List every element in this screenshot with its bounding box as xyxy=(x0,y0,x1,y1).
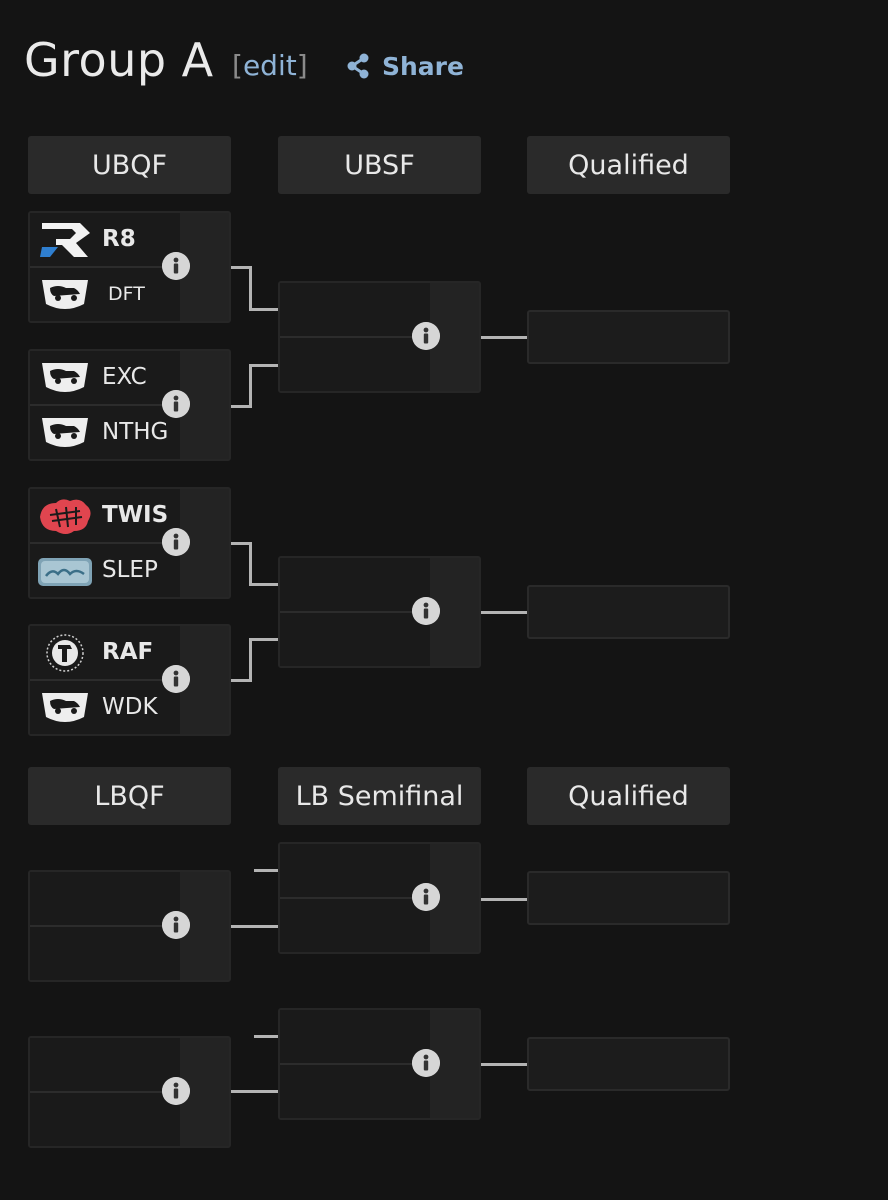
team-slot[interactable]: TWIS xyxy=(30,489,180,544)
match-lbsf-1[interactable] xyxy=(278,842,481,954)
match-lbsf-2[interactable] xyxy=(278,1008,481,1120)
info-icon[interactable] xyxy=(162,390,190,418)
sleeping-logo xyxy=(38,558,92,586)
round-header-qualified: Qualified xyxy=(527,136,730,194)
team-slot[interactable]: DFT xyxy=(30,268,180,321)
match-ubqf-3[interactable]: TWIS SLEP xyxy=(28,487,231,599)
qualified-slot[interactable] xyxy=(527,871,730,925)
match-lbqf-2[interactable] xyxy=(28,1036,231,1148)
team-slot[interactable] xyxy=(280,613,430,666)
connector-line xyxy=(481,1063,527,1066)
team-slot[interactable]: NTHG xyxy=(30,406,180,459)
connector-line xyxy=(254,1035,278,1038)
info-icon[interactable] xyxy=(162,528,190,556)
team-name: TWIS xyxy=(102,502,169,528)
team-slot[interactable] xyxy=(280,283,430,338)
team-name: WDK xyxy=(102,694,158,720)
team-name: EXC xyxy=(102,364,147,390)
match-ubsf-1[interactable] xyxy=(278,281,481,393)
rocket-league-logo xyxy=(36,357,94,399)
info-icon[interactable] xyxy=(412,1049,440,1077)
round-header-qualified: Qualified xyxy=(527,767,730,825)
info-icon[interactable] xyxy=(412,597,440,625)
connector-line xyxy=(249,266,252,310)
connector-line xyxy=(249,583,278,586)
round-header-lbqf: LBQF xyxy=(28,767,231,825)
edit-link-wrapper: [edit] xyxy=(232,48,308,84)
twisted-minds-logo xyxy=(40,499,91,534)
team-slot[interactable] xyxy=(30,872,180,927)
info-icon[interactable] xyxy=(162,252,190,280)
match-lbqf-1[interactable] xyxy=(28,870,231,982)
team-slot[interactable]: EXC xyxy=(30,351,180,406)
rocket-league-logo xyxy=(36,412,94,454)
share-button[interactable]: Share xyxy=(346,48,464,84)
team-slot[interactable] xyxy=(280,899,430,952)
connector-line xyxy=(249,308,278,311)
info-icon[interactable] xyxy=(162,911,190,939)
bracket-close: ] xyxy=(296,49,308,82)
info-icon[interactable] xyxy=(162,665,190,693)
share-icon xyxy=(347,53,369,79)
team-slot[interactable] xyxy=(30,1038,180,1093)
team-slot[interactable] xyxy=(280,338,430,391)
connector-line xyxy=(481,336,527,339)
connector-line xyxy=(254,869,278,872)
round-header-ubsf: UBSF xyxy=(278,136,481,194)
connector-line xyxy=(231,542,251,545)
qualified-slot[interactable] xyxy=(527,310,730,364)
match-ubsf-2[interactable] xyxy=(278,556,481,668)
connector-line xyxy=(249,364,278,367)
team-name: NTHG xyxy=(102,419,169,445)
r8-logo xyxy=(40,223,90,257)
match-ubqf-2[interactable]: EXC NTHG xyxy=(28,349,231,461)
rocket-league-logo xyxy=(36,274,94,316)
connector-line xyxy=(481,898,527,901)
connector-line xyxy=(231,405,251,408)
team-name: DFT xyxy=(108,283,145,305)
team-slot[interactable] xyxy=(280,1010,430,1065)
rocket-league-logo xyxy=(36,687,94,729)
raf-logo xyxy=(46,634,84,672)
team-slot[interactable] xyxy=(280,558,430,613)
info-icon[interactable] xyxy=(412,322,440,350)
bracket-open: [ xyxy=(232,49,243,82)
team-slot[interactable]: WDK xyxy=(30,681,180,734)
edit-link[interactable]: edit xyxy=(242,49,297,82)
connector-line xyxy=(231,679,251,682)
info-icon[interactable] xyxy=(162,1077,190,1105)
match-ubqf-4[interactable]: RAF WDK xyxy=(28,624,231,736)
match-ubqf-1[interactable]: R8 DFT xyxy=(28,211,231,323)
qualified-slot[interactable] xyxy=(527,585,730,639)
connector-line xyxy=(231,266,251,269)
share-label: Share xyxy=(382,51,464,81)
connector-line xyxy=(249,364,252,408)
connector-line xyxy=(231,925,278,928)
team-name: SLEP xyxy=(102,557,158,583)
team-slot[interactable]: SLEP xyxy=(30,544,180,597)
team-slot[interactable] xyxy=(280,1065,430,1118)
team-slot[interactable] xyxy=(30,927,180,980)
round-header-ubqf: UBQF xyxy=(28,136,231,194)
team-slot[interactable] xyxy=(280,844,430,899)
qualified-slot[interactable] xyxy=(527,1037,730,1091)
team-slot[interactable] xyxy=(30,1093,180,1146)
info-icon[interactable] xyxy=(412,883,440,911)
team-slot[interactable]: RAF xyxy=(30,626,180,681)
connector-line xyxy=(249,638,278,641)
team-name: R8 xyxy=(102,226,136,252)
connector-line xyxy=(249,638,252,682)
connector-line xyxy=(481,611,527,614)
connector-line xyxy=(231,1090,278,1093)
page-title: Group A xyxy=(24,33,214,87)
round-header-lb-semifinal: LB Semifinal xyxy=(278,767,481,825)
connector-line xyxy=(249,542,252,586)
team-name: RAF xyxy=(102,639,154,665)
team-slot[interactable]: R8 xyxy=(30,213,180,268)
